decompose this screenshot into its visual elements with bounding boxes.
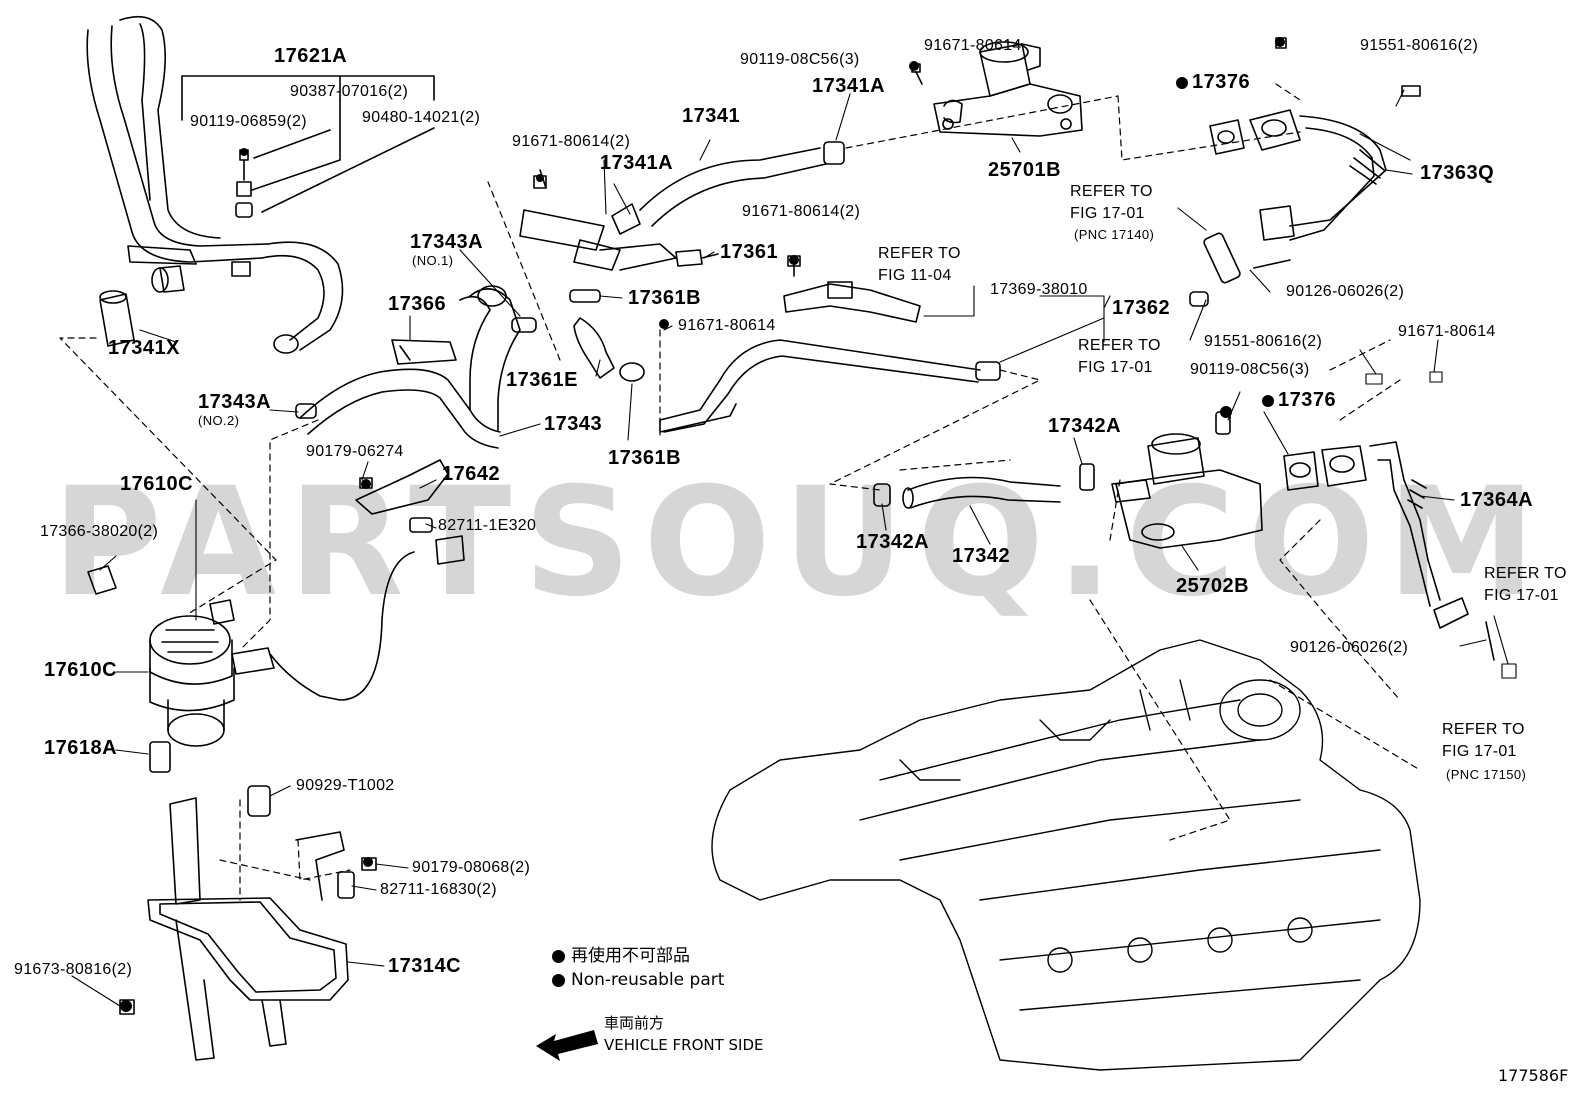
- label-17366: 17366: [388, 293, 447, 315]
- legend-jp-text: 再使用不可部品: [571, 946, 690, 966]
- label-17343a-no2: 17343A: [198, 391, 272, 413]
- legend-en-text: Non-reusable part: [571, 970, 725, 990]
- label-90179-06274: 90179-06274: [306, 443, 404, 460]
- label-90119-06859: 90119-06859(2): [190, 113, 307, 130]
- label-pnc-17150: (PNC 17150): [1446, 767, 1527, 782]
- label-refer-fig11-04-line1: REFER TO: [878, 245, 961, 262]
- label-91551-80616-a: 91551-80616(2): [1360, 37, 1479, 54]
- label-82711-1e320: 82711-1E320: [438, 517, 537, 534]
- label-17361e: 17361E: [506, 369, 578, 391]
- label-91671-80614-b: 91671-80614: [678, 317, 776, 334]
- air-pipe-17621a-drawing: [87, 17, 434, 353]
- label-17341x: 17341X: [108, 337, 180, 359]
- label-17618a: 17618A: [44, 737, 118, 759]
- watermark: PARTSOUQ.COM: [51, 456, 1549, 630]
- label-refer-fig17-01-c-line2: FIG 17-01: [1484, 587, 1559, 604]
- label-17361: 17361: [720, 241, 779, 263]
- label-91673-80816: 91673-80816(2): [14, 961, 133, 978]
- label-17341: 17341: [682, 105, 741, 127]
- harness-17362-drawing: [660, 256, 1000, 432]
- label-17376-bottom-text: 17376: [1278, 389, 1337, 411]
- legend-jp: 再使用不可部品: [552, 948, 690, 965]
- label-17361b-top: 17361B: [628, 287, 702, 309]
- non-reusable-marker: [1176, 76, 1188, 89]
- label-17341a-left: 17341A: [600, 152, 674, 174]
- label-refer-fig17-01-d-line2: FIG 17-01: [1442, 743, 1517, 760]
- label-25701b: 25701B: [988, 159, 1062, 181]
- label-90119-08c56-b: 90119-08C56(3): [1190, 361, 1310, 378]
- label-17366-38020: 17366-38020(2): [40, 523, 159, 540]
- hose-17341-drawing: [520, 142, 844, 381]
- label-17363q: 17363Q: [1420, 162, 1495, 184]
- label-refer-fig17-01-a-line1: REFER TO: [1070, 183, 1153, 200]
- label-17610c-top: 17610C: [120, 473, 194, 495]
- label-17610c-left: 17610C: [44, 659, 118, 681]
- label-90119-08c56-a: 90119-08C56(3): [740, 51, 860, 68]
- label-no1: (NO.1): [412, 253, 454, 268]
- front-side-en: VEHICLE FRONT SIDE: [604, 1036, 764, 1054]
- label-pnc-17140: (PNC 17140): [1074, 227, 1155, 242]
- label-17361b-bottom: 17361B: [608, 447, 682, 469]
- label-25702b: 25702B: [1176, 575, 1250, 597]
- label-refer-fig17-01-c-line1: REFER TO: [1484, 565, 1567, 582]
- label-90126-06026-b: 90126-06026(2): [1290, 639, 1409, 656]
- label-refer-fig17-01-d-line1: REFER TO: [1442, 721, 1525, 738]
- label-17343: 17343: [544, 413, 603, 435]
- air-pump-17610c-drawing: [88, 566, 274, 772]
- figure-code: 177586F: [1498, 1066, 1569, 1085]
- label-17642: 17642: [442, 463, 501, 485]
- label-91671-80614-2-c: 91671-80614(2): [742, 203, 861, 220]
- bracket-17314c-drawing: [120, 786, 376, 1060]
- label-refer-fig11-04-line2: FIG 11-04: [878, 267, 952, 284]
- label-17342a-bottom: 17342A: [856, 531, 930, 553]
- label-17621a: 17621A: [274, 45, 348, 67]
- label-17314c: 17314C: [388, 955, 462, 977]
- label-17343a-no1: 17343A: [410, 231, 484, 253]
- label-refer-fig17-01-b-line1: REFER TO: [1078, 337, 1161, 354]
- label-90387-07016: 90387-07016(2): [290, 83, 409, 100]
- non-reusable-marker: [1262, 394, 1274, 407]
- hose-17342-drawing: [874, 478, 1060, 509]
- valve-25701b-drawing: [912, 42, 1082, 136]
- label-17364a: 17364A: [1460, 489, 1534, 511]
- label-17362: 17362: [1112, 297, 1171, 319]
- label-90480-14021: 90480-14021(2): [362, 109, 481, 126]
- label-refer-fig17-01-a-line2: FIG 17-01: [1070, 205, 1145, 222]
- label-82711-16830: 82711-16830(2): [380, 881, 497, 898]
- valve-25702b-drawing: [1080, 412, 1494, 660]
- legend-dot-en: [552, 973, 565, 987]
- label-91671-80614-e: 91671-80614: [1398, 323, 1496, 340]
- bracket-17642-drawing: [270, 460, 464, 700]
- engine-drawing: [712, 640, 1420, 1070]
- label-17376-top: 17376: [1176, 72, 1250, 92]
- label-no2: (NO.2): [198, 413, 240, 428]
- label-91671-80614-2-a: 91671-80614(2): [512, 133, 631, 150]
- label-17342a-top: 17342A: [1048, 415, 1122, 437]
- label-90179-08068: 90179-08068(2): [412, 859, 531, 876]
- legend-en: Non-reusable part: [552, 972, 724, 989]
- label-90929-t1002: 90929-T1002: [296, 777, 395, 794]
- label-17376-top-text: 17376: [1192, 71, 1251, 93]
- label-17341a-right: 17341A: [812, 75, 886, 97]
- label-90126-06026-a: 90126-06026(2): [1286, 283, 1405, 300]
- label-17376-bottom: 17376: [1262, 390, 1336, 410]
- legend-dot-jp: [552, 949, 565, 963]
- label-91671-80614-d: 91671-80614: [924, 37, 1022, 54]
- label-17342: 17342: [952, 545, 1011, 567]
- label-17369-38010: 17369-38010: [990, 281, 1088, 298]
- label-refer-fig17-01-b-line2: FIG 17-01: [1078, 359, 1153, 376]
- front-side-jp: 車両前方: [604, 1014, 665, 1032]
- label-91551-80616-b: 91551-80616(2): [1204, 333, 1323, 350]
